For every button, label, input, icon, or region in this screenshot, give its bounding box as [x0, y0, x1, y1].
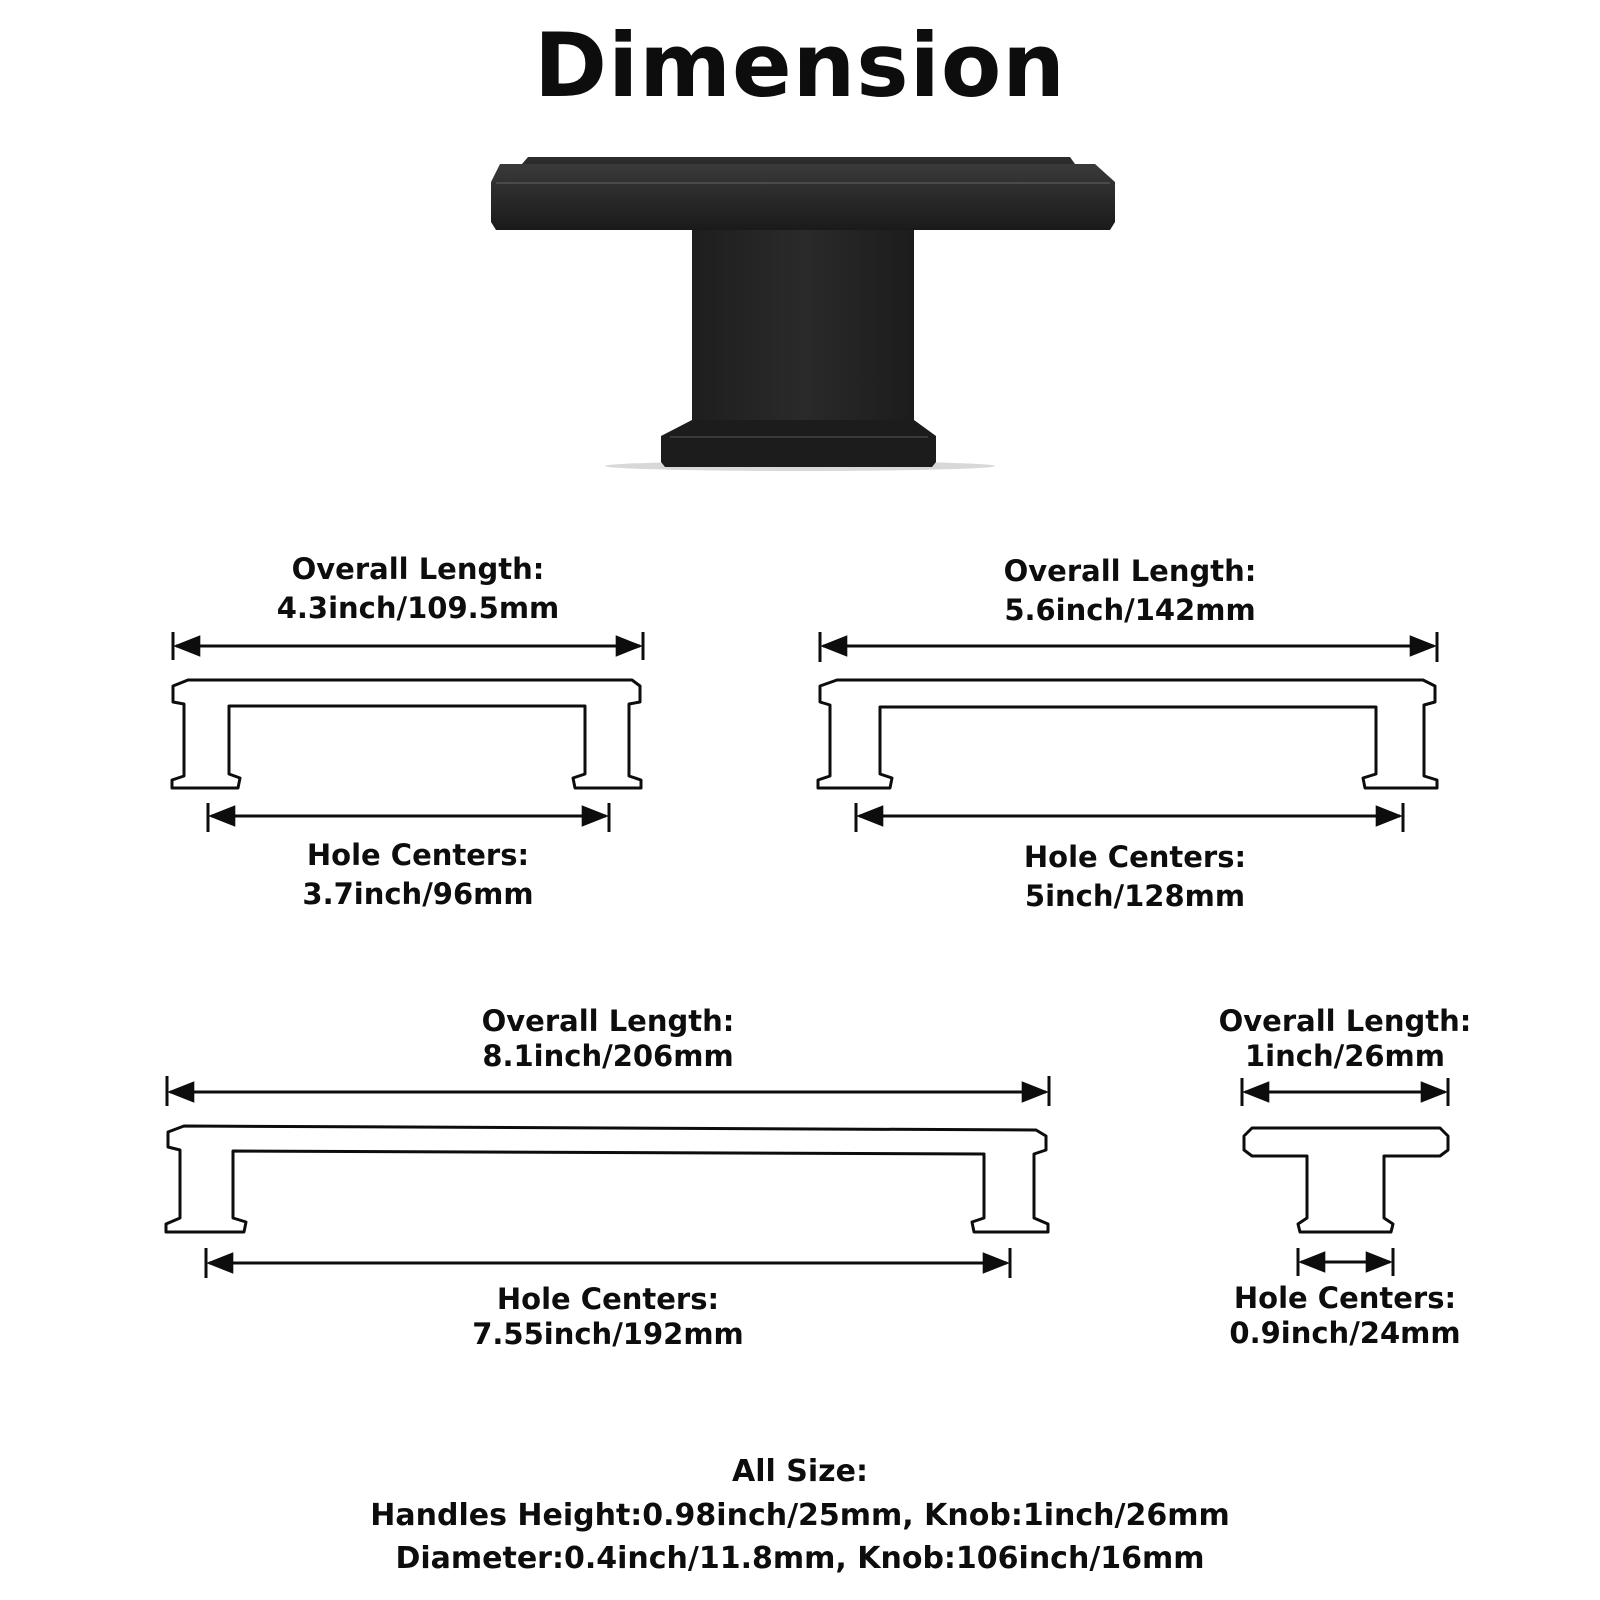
hole-centers-label-knob: Hole Centers: 0.9inch/24mm — [1229, 1281, 1461, 1351]
all-size-line-2: Diameter:0.4inch/11.8mm, Knob:106inch/16… — [395, 1541, 1205, 1576]
hole-centers-label-3: Hole Centers: 7.55inch/192mm — [472, 1282, 744, 1352]
overall-length-label-3: Overall Length: 8.1inch/206mm — [481, 1004, 735, 1074]
knob-outline — [1240, 1078, 1450, 1276]
overall-length-label-knob: Overall Length: 1inch/26mm — [1218, 1004, 1472, 1074]
knob-product-image — [491, 157, 1115, 471]
overall-length-label-2: Overall Length: 5.6inch/142mm — [1003, 554, 1257, 627]
page-title: Dimension — [534, 14, 1066, 117]
handle-outline-3 — [164, 1076, 1051, 1278]
all-size-section: All Size: Handles Height:0.98inch/25mm, … — [0, 1450, 1600, 1581]
all-size-heading: All Size: — [732, 1454, 868, 1489]
handle-outline-1 — [170, 632, 645, 832]
overall-length-label-1: Overall Length: 4.3inch/109.5mm — [276, 552, 560, 625]
hole-centers-label-1: Hole Centers: 3.7inch/96mm — [302, 838, 534, 911]
all-size-line-1: Handles Height:0.98inch/25mm, Knob:1inch… — [370, 1497, 1230, 1533]
hole-centers-label-2: Hole Centers: 5inch/128mm — [1023, 840, 1247, 913]
handle-outline-2 — [816, 632, 1439, 832]
